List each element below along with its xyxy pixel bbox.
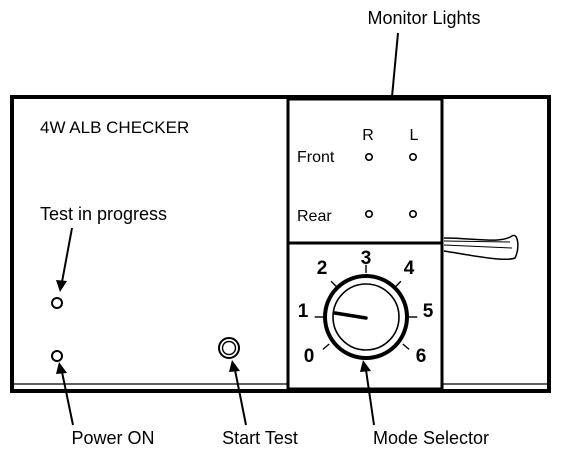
dial-pointer xyxy=(333,311,368,320)
power-on-light xyxy=(51,350,63,362)
power-on-arrowhead xyxy=(56,362,67,374)
mode-position-1: 1 xyxy=(298,301,309,322)
rear-left-light xyxy=(408,210,417,219)
dial-tick-6 xyxy=(402,343,410,350)
cable-conductor-1 xyxy=(443,240,511,243)
monitor-lights-label: Monitor Lights xyxy=(367,8,480,28)
start-test-arrowhead xyxy=(229,360,240,372)
monitor-col-r: R xyxy=(362,127,374,144)
start-test-label: Start Test xyxy=(222,428,298,448)
start-test-leader xyxy=(234,369,247,426)
front-left-light xyxy=(408,153,417,162)
power-on-label: Power ON xyxy=(71,428,154,448)
mode-position-6: 6 xyxy=(416,346,427,367)
monitor-row-front: Front xyxy=(297,149,335,166)
mode-position-3: 3 xyxy=(361,248,372,269)
mode-selector-dial[interactable] xyxy=(314,264,418,360)
dial-tick-2 xyxy=(330,280,338,288)
mode-selector-label: Mode Selector xyxy=(373,428,489,448)
mode-position-5: 5 xyxy=(423,301,434,322)
monitor-col-l: L xyxy=(410,127,419,144)
test-in-progress-arrowhead xyxy=(56,280,67,292)
dial-tick-4 xyxy=(394,280,402,288)
mode-selector-arrowhead xyxy=(360,360,371,372)
mode-selector-leader xyxy=(365,369,375,426)
mode-position-2: 2 xyxy=(317,258,328,279)
start-test-button-inner xyxy=(221,340,237,356)
power-on-leader xyxy=(61,371,74,426)
front-right-light xyxy=(364,153,373,162)
monitor-row-rear: Rear xyxy=(297,208,332,225)
dial-tick-0 xyxy=(322,343,330,350)
mode-position-4: 4 xyxy=(404,258,415,279)
start-test-button[interactable] xyxy=(218,337,240,359)
test-in-progress-light xyxy=(51,297,63,309)
mode-position-0: 0 xyxy=(304,346,315,367)
rear-right-light xyxy=(364,210,373,219)
test-in-progress-label: Test in progress xyxy=(40,204,167,224)
cable-conductor-2 xyxy=(443,244,513,249)
test-in-progress-leader xyxy=(61,227,73,283)
cable xyxy=(443,234,519,261)
device-title: 4W ALB CHECKER xyxy=(40,118,189,137)
device-housing xyxy=(10,95,551,393)
